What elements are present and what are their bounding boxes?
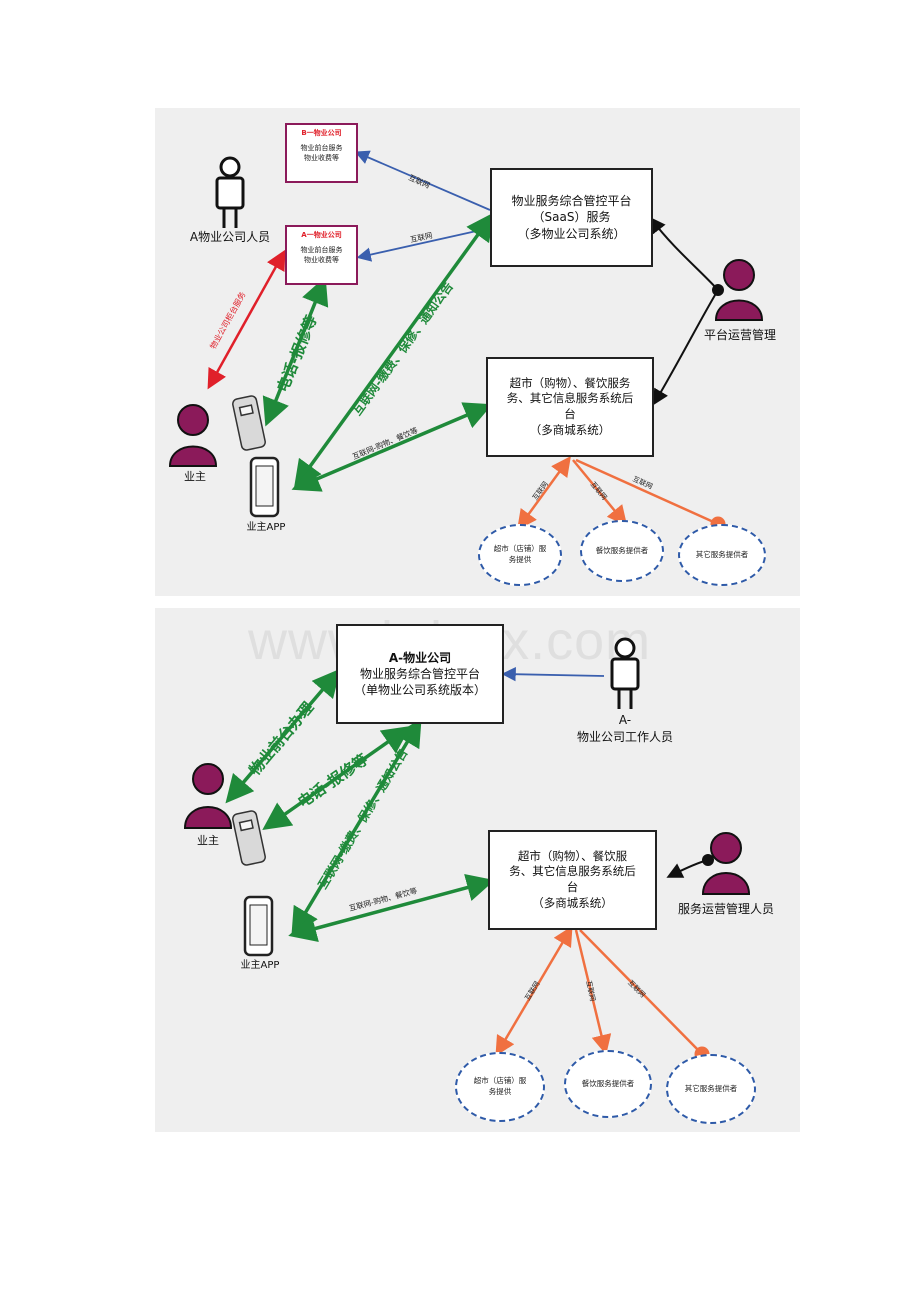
mall2-line-4: （多商城系统） (532, 895, 613, 910)
company-a-box: A一物业公司 物业前台服务 物业收费等 (285, 225, 358, 285)
company-b-line2: 物业收费等 (304, 153, 339, 162)
provider-oval-2: 餐饮服务提供者 (580, 520, 664, 582)
d2-provider1-line1: 超市（店铺）服 (473, 1076, 527, 1086)
edge-prov2-d1 (572, 459, 628, 526)
staff-label: A物业公司人员 (189, 230, 271, 244)
mall2-line-3: 台 (566, 880, 579, 894)
mall-backend-box-2: 超市（购物）、餐饮服 务、其它信息服务系统后 台 （多商城系统） (488, 830, 657, 930)
company-b-line1: 物业前台服务 (300, 144, 343, 153)
app2-label: 业主APP (240, 960, 280, 971)
d2-provider1-line2: 务提供 (488, 1087, 512, 1096)
edge-prov2-d2 (574, 929, 612, 1055)
desk-phone-icon (232, 810, 266, 866)
ops-label: 平台运营管理 (703, 328, 776, 342)
platform-line-1: 物业服务综合管控平台 (511, 194, 632, 209)
platform2-line-2: 物业服务综合管控平台 (359, 666, 480, 681)
provider2-oval-1: 超市（店铺）服务提供 (455, 1052, 545, 1122)
person-outline-icon (610, 637, 640, 709)
provider1-line2: 务提供 (508, 555, 532, 564)
platform-line-3: （多物业公司系统） (517, 226, 626, 241)
provider2-oval-3: 其它服务提供者 (666, 1054, 756, 1124)
person-filled-icon (714, 259, 764, 321)
person-filled-icon (183, 763, 233, 829)
d2-provider2-line1: 餐饮服务提供者 (581, 1078, 635, 1088)
provider2-oval-2: 餐饮服务提供者 (564, 1050, 652, 1118)
saas-platform-box: 物业服务综合管控平台 （SaaS）服务 （多物业公司系统） (490, 168, 653, 267)
person-outline-icon (215, 156, 245, 228)
provider3-line1: 其它服务提供者 (695, 549, 749, 559)
company-a-line1: 物业前台服务 (300, 246, 343, 255)
person-filled-icon (701, 832, 751, 895)
edge-counter (207, 249, 286, 390)
edge-app-mall-d1 (291, 402, 493, 492)
smartphone-icon (243, 895, 274, 957)
platform-line-2: （SaaS）服务 (532, 210, 611, 225)
ops2-label: 服务运营管理人员 (677, 902, 774, 916)
owner2-label: 业主 (197, 834, 219, 847)
provider-oval-3: 其它服务提供者 (678, 524, 766, 586)
provider1-line1: 超市（店铺）服 (493, 544, 547, 554)
platform2-line-1: A-物业公司 (388, 650, 452, 665)
staff2-label-2: 物业公司工作人员 (576, 730, 673, 744)
smartphone-icon (249, 456, 280, 518)
mall-line-3: 台 (564, 407, 576, 421)
edge-prov3-d2 (579, 929, 710, 1062)
company-b-title: B一物业公司 (301, 129, 342, 137)
provider2-line1: 餐饮服务提供者 (595, 545, 649, 555)
owner-label: 业主 (184, 470, 206, 483)
company-b-box: B一物业公司 物业前台服务 物业收费等 (285, 123, 358, 183)
edge-app-mall-d2 (288, 873, 495, 943)
mall2-line-1: 超市（购物）、餐饮服 (517, 848, 628, 863)
provider-oval-1: 超市（店铺）服务提供 (478, 524, 562, 586)
person-filled-icon (168, 404, 218, 467)
edge-staff-platform (501, 667, 605, 682)
single-platform-box: A-物业公司 物业服务综合管控平台 （单物业公司系统版本） (336, 624, 504, 724)
company-a-title: A一物业公司 (301, 231, 342, 239)
staff2-label-1: A- (618, 713, 632, 727)
mall2-line-2: 务、其它信息服务系统后 (509, 864, 636, 879)
mall-line-1: 超市（购物）、餐饮服务 (509, 375, 631, 390)
app-label: 业主APP (246, 522, 286, 533)
desk-phone-icon (232, 395, 266, 451)
mall-line-2: 务、其它信息服务系统后 (506, 391, 634, 406)
platform2-line-3: （单物业公司系统版本） (353, 683, 486, 698)
edge-prov3-d1 (575, 458, 726, 532)
mall-backend-box: 超市（购物）、餐饮服务 务、其它信息服务系统后 台 （多商城系统） (486, 357, 654, 457)
edge-ops-mall (652, 289, 719, 406)
company-a-line2: 物业收费等 (304, 255, 339, 264)
edge-prov1-d2 (495, 925, 573, 1057)
mall-line-4: （多商城系统） (529, 422, 611, 437)
edge-ops-platform (649, 216, 724, 296)
edge-b-internet (354, 150, 491, 211)
edge-ops2-mall (666, 854, 714, 878)
edge-prov1-d1 (517, 455, 571, 531)
d2-provider3-line1: 其它服务提供者 (684, 1083, 738, 1093)
